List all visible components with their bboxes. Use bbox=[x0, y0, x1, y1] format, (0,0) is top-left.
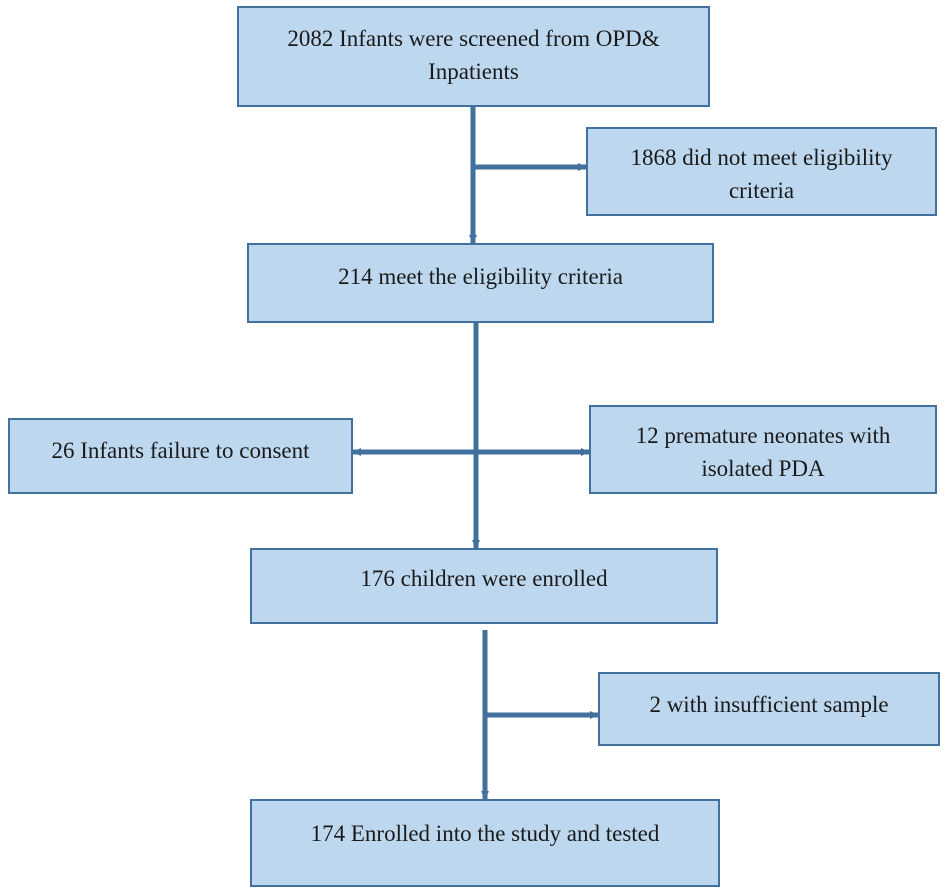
screened-label: 2082 Infants were screened from OPD& Inp… bbox=[287, 26, 660, 84]
pda-label: 12 premature neonates with isolated PDA bbox=[635, 423, 891, 481]
no-consent-label: 26 Infants failure to consent bbox=[51, 438, 310, 463]
enrolled-label: 176 children were enrolled bbox=[360, 566, 608, 591]
tested-label: 174 Enrolled into the study and tested bbox=[310, 821, 660, 846]
not-eligible-label: 1868 did not meet eligibility criteria bbox=[630, 145, 893, 203]
pda-box: 12 premature neonates with isolated PDA bbox=[589, 405, 937, 494]
eligible-label: 214 meet the eligibility criteria bbox=[338, 264, 623, 289]
tested-box: 174 Enrolled into the study and tested bbox=[250, 799, 720, 887]
not-eligible-box: 1868 did not meet eligibility criteria bbox=[586, 127, 937, 216]
no-consent-box: 26 Infants failure to consent bbox=[8, 418, 353, 494]
screened-box: 2082 Infants were screened from OPD& Inp… bbox=[237, 6, 710, 107]
enrolled-box: 176 children were enrolled bbox=[250, 548, 718, 624]
eligible-box: 214 meet the eligibility criteria bbox=[247, 243, 714, 323]
insufficient-box: 2 with insufficient sample bbox=[598, 672, 940, 746]
insufficient-label: 2 with insufficient sample bbox=[649, 692, 889, 717]
